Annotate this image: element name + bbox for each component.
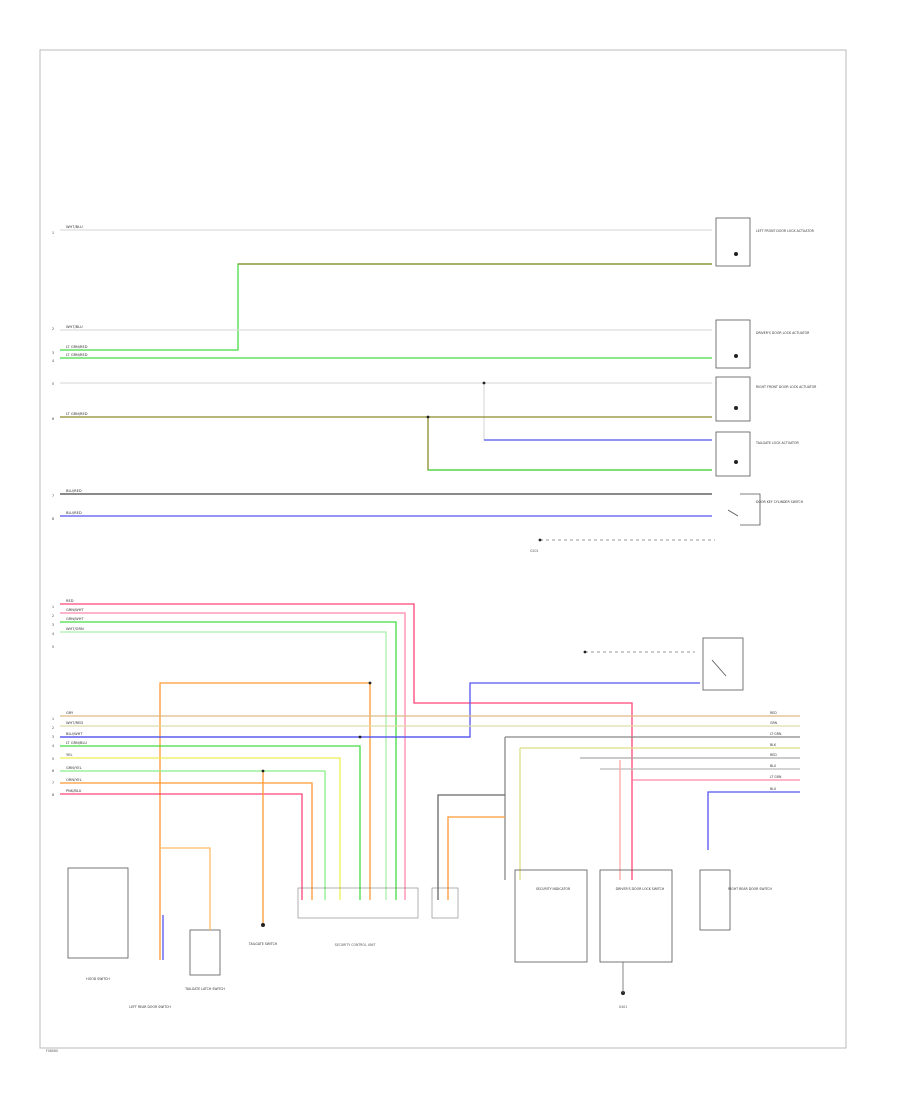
svg-text:4: 4 bbox=[52, 359, 54, 363]
svg-text:RED: RED bbox=[66, 599, 74, 603]
svg-text:BLK: BLK bbox=[770, 743, 777, 747]
svg-text:RIGHT REAR DOOR SWITCH: RIGHT REAR DOOR SWITCH bbox=[728, 887, 772, 891]
wire-lt-grn-blu bbox=[60, 745, 361, 900]
svg-text:7: 7 bbox=[52, 781, 54, 785]
low-wire-labels: GRY WHT/RED BLU/WHT LT GRN/BLU YEL GRN/Y… bbox=[66, 711, 87, 793]
mid-left-pin-numbers: 1 2 3 4 5 bbox=[52, 605, 54, 649]
svg-text:8: 8 bbox=[52, 793, 54, 797]
wire-grn-wht-2 bbox=[60, 621, 397, 900]
svg-text:GRN/WHT: GRN/WHT bbox=[66, 617, 84, 621]
svg-text:TAILGATE LATCH SWITCH: TAILGATE LATCH SWITCH bbox=[184, 987, 225, 991]
svg-text:3: 3 bbox=[52, 623, 54, 627]
actuator-boxes bbox=[715, 217, 751, 477]
svg-text:LT GRN: LT GRN bbox=[770, 775, 782, 779]
svg-text:2: 2 bbox=[52, 726, 54, 730]
svg-text:BLU/WHT: BLU/WHT bbox=[66, 732, 83, 736]
svg-text:ORN/YEL: ORN/YEL bbox=[66, 778, 82, 782]
svg-text:1: 1 bbox=[52, 605, 54, 609]
wire-red-main bbox=[60, 603, 633, 780]
wire-wht-grn bbox=[60, 631, 387, 900]
door-switch-box bbox=[702, 637, 744, 691]
top-wire-labels: WHT/BLU LT GRN/RED LT GRN/RED WHT/BLU LT… bbox=[66, 225, 88, 515]
low-left-pin-numbers: 1 2 3 4 5 6 7 8 bbox=[52, 717, 54, 797]
svg-text:GRY: GRY bbox=[66, 711, 74, 715]
connector-label: SECURITY CONTROL UNIT bbox=[335, 943, 376, 947]
svg-text:4: 4 bbox=[52, 744, 54, 748]
actuator-labels: LEFT FRONT DOOR LOCK ACTUATOR DRIVER'S D… bbox=[755, 229, 817, 504]
ground-label: G401 bbox=[619, 1005, 628, 1009]
security-control-unit-connector bbox=[297, 887, 459, 919]
right-pin-labels: RED GRN LT GRN BLK RED BLU LT GRN BLU bbox=[770, 711, 782, 791]
svg-text:TAILGATE LOCK ACTUATOR: TAILGATE LOCK ACTUATOR bbox=[755, 441, 799, 445]
wire-label: LT GRN/RED bbox=[66, 353, 88, 357]
svg-text:8: 8 bbox=[52, 517, 54, 521]
bottom-switches bbox=[67, 867, 731, 995]
svg-text:6: 6 bbox=[52, 769, 54, 773]
svg-text:BLU: BLU bbox=[770, 787, 777, 791]
wire-label: WHT/BLU bbox=[66, 325, 83, 329]
wire-grn-wht-1 bbox=[60, 612, 406, 900]
svg-text:WHT/GRN: WHT/GRN bbox=[66, 627, 84, 631]
svg-text:2: 2 bbox=[52, 327, 54, 331]
svg-text:G201: G201 bbox=[530, 549, 539, 553]
wire-label: BLU/RED bbox=[66, 511, 82, 515]
svg-text:GRN/YEL: GRN/YEL bbox=[66, 766, 82, 770]
wire-yel bbox=[60, 757, 341, 900]
svg-text:GRN: GRN bbox=[770, 721, 778, 725]
svg-text:TAILGATE SWITCH: TAILGATE SWITCH bbox=[248, 942, 278, 946]
svg-text:2: 2 bbox=[52, 614, 54, 618]
svg-text:DOOR KEY CYLINDER SWITCH: DOOR KEY CYLINDER SWITCH bbox=[756, 500, 804, 504]
svg-text:GRN/WHT: GRN/WHT bbox=[66, 608, 84, 612]
wire-pnk-blu bbox=[60, 793, 303, 900]
wire-grn-yel bbox=[60, 770, 326, 900]
diagram-frame bbox=[39, 49, 847, 1049]
wire-orange bbox=[159, 682, 371, 900]
svg-text:1: 1 bbox=[52, 231, 54, 235]
wire-label: BLU/RED bbox=[66, 489, 82, 493]
svg-text:YEL: YEL bbox=[66, 753, 72, 757]
svg-text:5: 5 bbox=[52, 382, 54, 386]
wire-orn-yel bbox=[60, 782, 313, 900]
svg-text:RED: RED bbox=[770, 753, 777, 757]
svg-text:6: 6 bbox=[52, 417, 54, 421]
svg-text:4: 4 bbox=[52, 632, 54, 636]
svg-text:SECURITY INDICATOR: SECURITY INDICATOR bbox=[536, 887, 571, 891]
svg-text:HOOD SWITCH: HOOD SWITCH bbox=[86, 977, 110, 981]
svg-text:LEFT FRONT DOOR LOCK ACTUATOR: LEFT FRONT DOOR LOCK ACTUATOR bbox=[756, 229, 815, 233]
svg-text:5: 5 bbox=[52, 757, 54, 761]
svg-text:3: 3 bbox=[52, 351, 54, 355]
svg-text:7: 7 bbox=[52, 494, 54, 498]
svg-text:PNK/BLU: PNK/BLU bbox=[66, 789, 82, 793]
wire-label: LT GRN/RED bbox=[66, 345, 88, 349]
svg-text:1: 1 bbox=[52, 717, 54, 721]
wire-label: LT GRN/RED bbox=[66, 412, 88, 416]
footer-code: F08060 bbox=[46, 1049, 58, 1053]
svg-text:3: 3 bbox=[52, 735, 54, 739]
mid-wire-labels: RED GRN/WHT GRN/WHT WHT/GRN bbox=[66, 599, 84, 631]
svg-text:DRIVER'S DOOR LOCK SWITCH: DRIVER'S DOOR LOCK SWITCH bbox=[616, 887, 665, 891]
svg-text:5: 5 bbox=[52, 645, 54, 649]
svg-text:LT GRN/BLU: LT GRN/BLU bbox=[66, 741, 87, 745]
svg-text:DRIVER'S DOOR LOCK ACTUATOR: DRIVER'S DOOR LOCK ACTUATOR bbox=[756, 331, 810, 335]
svg-text:LT GRN: LT GRN bbox=[770, 732, 782, 736]
svg-text:LEFT REAR DOOR SWITCH: LEFT REAR DOOR SWITCH bbox=[129, 1005, 171, 1009]
svg-text:RIGHT FRONT DOOR LOCK ACTUATOR: RIGHT FRONT DOOR LOCK ACTUATOR bbox=[756, 385, 817, 389]
bottom-component-labels: HOOD SWITCH LEFT REAR DOOR SWITCH TAILGA… bbox=[86, 887, 772, 1009]
svg-text:RED: RED bbox=[770, 711, 777, 715]
top-left-pin-numbers: 1 2 3 4 5 6 7 8 bbox=[52, 231, 54, 521]
svg-text:BLU: BLU bbox=[770, 764, 777, 768]
svg-text:WHT/RED: WHT/RED bbox=[66, 721, 83, 725]
wire-label: WHT/BLU bbox=[66, 225, 83, 229]
